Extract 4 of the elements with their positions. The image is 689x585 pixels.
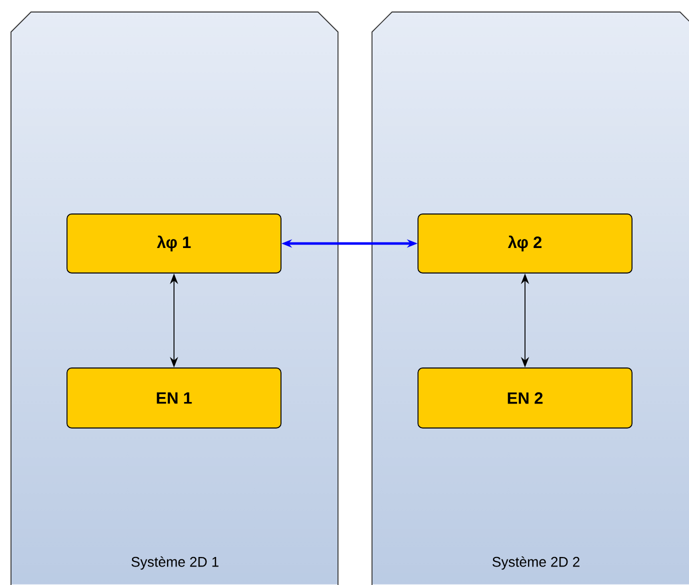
process-box: EN 2 [418, 368, 632, 428]
process-box: EN 1 [66, 368, 282, 428]
process-box: λφ 2 [418, 214, 632, 274]
process-box: λφ 1 [66, 214, 282, 274]
